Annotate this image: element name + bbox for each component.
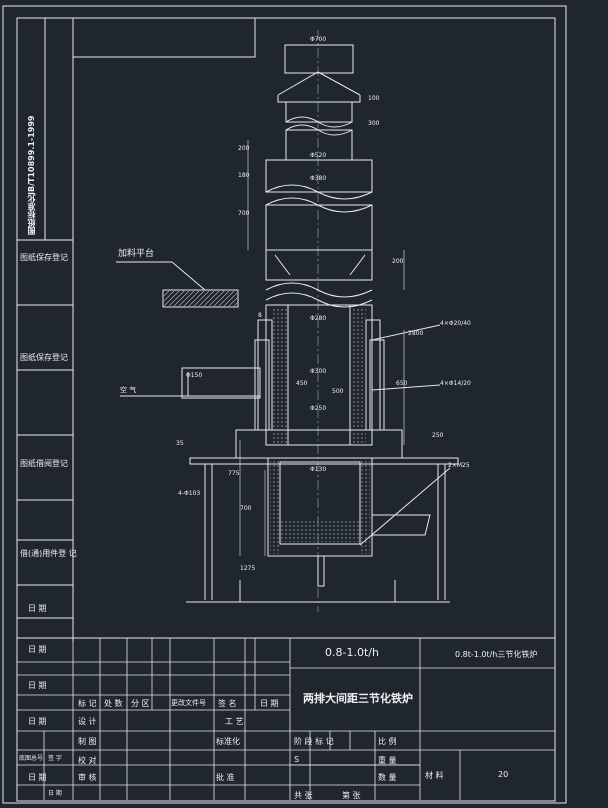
dim-700: 700 [238, 210, 250, 217]
stage-marks: 阶 段 标 记 [294, 737, 334, 746]
lining-left [272, 307, 288, 443]
lining-right [350, 307, 366, 443]
hdr-count: 处 数 [104, 699, 123, 708]
dim-d300: Φ300 [310, 368, 327, 375]
hdr-mark: 标 记 [78, 699, 97, 708]
sheets-total: 共 张 [294, 791, 313, 800]
row-approve: 批 准 [216, 773, 235, 782]
left-date-1: 日 期 [28, 604, 47, 613]
dim-1275: 1275 [240, 565, 256, 572]
dim-2800: 2800 [408, 330, 424, 337]
row-review: 审 核 [78, 773, 97, 782]
dim-d250: Φ250 [310, 405, 327, 412]
dim-d520: Φ520 [310, 152, 327, 159]
furnace-drawing [116, 30, 459, 612]
side-label-3: 图纸借阅登记 [20, 459, 68, 468]
left-date-3: 日 期 [28, 681, 47, 690]
dim-200a: 200 [238, 145, 250, 152]
scale-label: 比 例 [378, 737, 397, 746]
left-date-2: 日 期 [28, 645, 47, 654]
left-base-no: 底图总号 [19, 755, 44, 762]
hole-note-2: 4×Φ14/20 [440, 380, 471, 387]
air-label: 空 气 [120, 386, 137, 394]
dim-650: 650 [396, 380, 408, 387]
row-design: 设 计 [78, 717, 97, 726]
side-label-1: 图纸保存登记 [20, 253, 68, 262]
hdr-date: 日 期 [260, 699, 279, 708]
standard-code: 图纸标准化JB/T10899.1-1999 [27, 115, 36, 235]
dim-8: 8 [258, 312, 262, 319]
crucible-bottom [280, 520, 360, 542]
hdr-zone: 分 区 [131, 699, 150, 708]
bolt-note: 2×M25 [448, 462, 470, 469]
dim-250: 250 [432, 432, 444, 439]
crucible-right [360, 460, 370, 554]
dim-100: 100 [368, 95, 380, 102]
outer-border [2, 5, 567, 804]
inner-border [16, 17, 556, 802]
weight-label: 重 量 [378, 756, 397, 765]
crucible-left [270, 460, 280, 554]
row-std: 标准化 [216, 737, 240, 746]
flange-note: 4-Φ103 [178, 490, 201, 497]
left-date-4: 日 期 [28, 717, 47, 726]
doc-label: 0.8t-1.0t/h三节化铁炉 [455, 650, 538, 659]
left-date-5: 日 期 [28, 773, 47, 782]
platform-hatch [164, 291, 237, 306]
material-label: 材 料 [425, 771, 444, 780]
top-box [72, 18, 256, 58]
left-date-6: 日 期 [48, 790, 62, 797]
dim-d150: Φ150 [186, 372, 203, 379]
dim-500: 500 [332, 388, 344, 395]
dim-35: 35 [176, 440, 184, 447]
title-block-grid [17, 638, 555, 800]
dim-d700: Φ700 [310, 36, 327, 43]
side-label-2: 图纸保存登记 [20, 353, 68, 362]
sheet-no: 第 张 [342, 791, 361, 800]
dim-d130: Φ130 [310, 466, 327, 473]
scale-value: 20 [498, 770, 509, 779]
dim-d280: Φ280 [310, 315, 327, 322]
dim-200c: 200 [392, 258, 404, 265]
product-name: 两排大间距三节化铁炉 [303, 692, 413, 705]
dim-450: 450 [296, 380, 308, 387]
capacity: 0.8-1.0t/h [325, 646, 379, 659]
hole-note-1: 4×Φ20/40 [440, 320, 471, 327]
hdr-sign: 签 名 [218, 699, 237, 708]
qty-label: 数 量 [378, 773, 397, 782]
dim-180: 180 [238, 172, 250, 179]
dim-d380: Φ380 [310, 175, 327, 182]
left-borrow: 借(通)用件登 记 [20, 549, 77, 558]
dim-700b: 700 [240, 505, 252, 512]
hdr-file: 更改文件号 [171, 699, 206, 707]
row-draw: 制 图 [78, 737, 97, 746]
row-check: 校 对 [78, 756, 97, 765]
s-label: S [294, 755, 300, 764]
dim-300: 300 [368, 120, 380, 127]
platform-label: 加料平台 [118, 249, 155, 259]
dim-775: 775 [228, 470, 240, 477]
row-craft: 工 艺 [225, 717, 244, 726]
left-sign: 签 字 [48, 755, 62, 762]
